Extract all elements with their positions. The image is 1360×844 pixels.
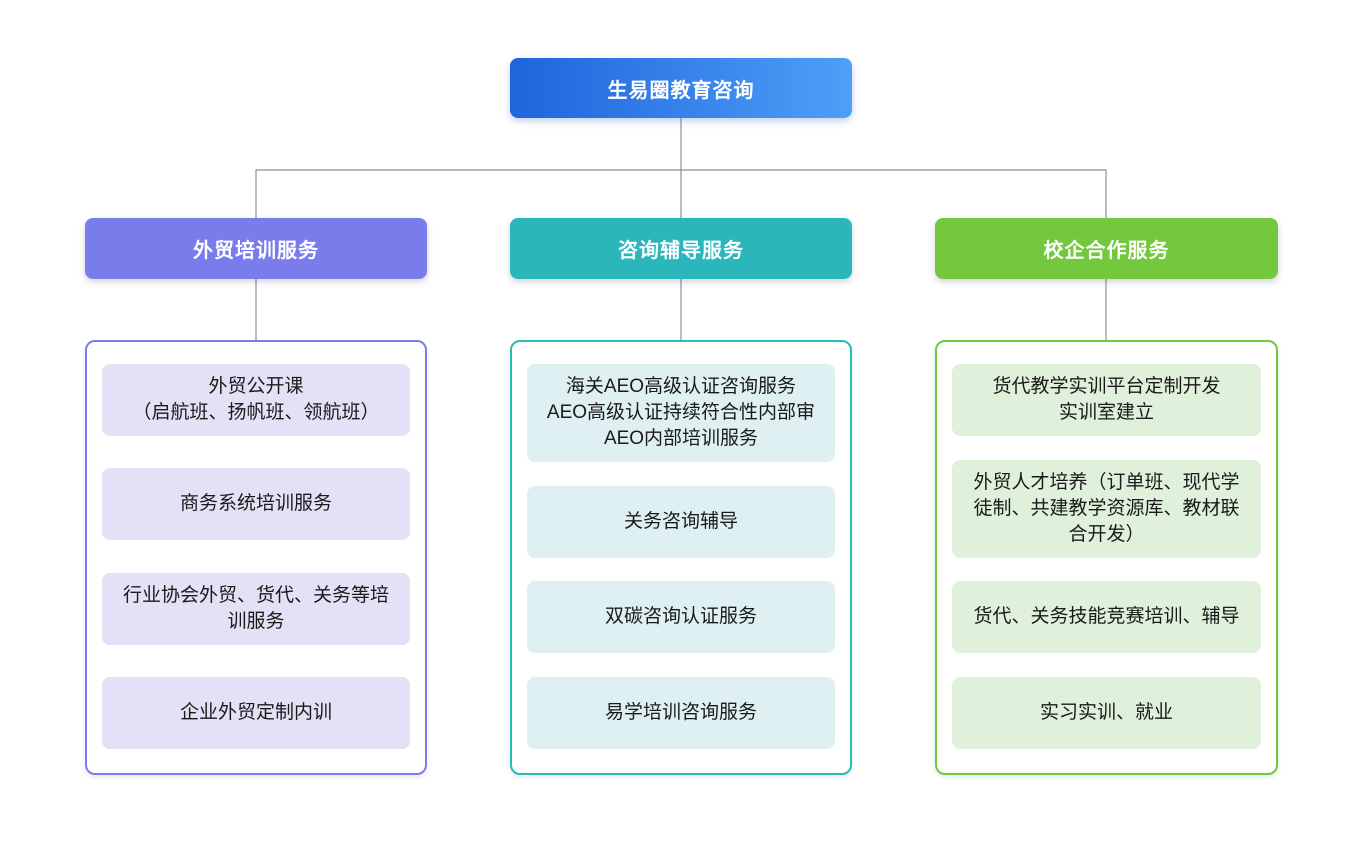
service-item-text: 企业外贸定制内训: [179, 701, 332, 723]
service-item-text: 外贸人才培养（订单班、现代学徒制、共建教学资源库、教材联合开发）: [973, 471, 1240, 545]
service-item: 企业外贸定制内训: [102, 676, 410, 749]
service-item: 关务咨询辅导: [527, 485, 835, 558]
service-item-text: AEO高级认证持续符合性内部审: [546, 402, 816, 423]
service-item-text: 货代教学实训平台定制开发: [992, 376, 1221, 397]
service-item: 海关AEO高级认证咨询服务 AEO高级认证持续符合性内部审 AEO内部培训服务: [527, 364, 835, 462]
root-node: 生易圈教育咨询: [510, 58, 852, 118]
service-item-text: 易学培训咨询服务: [604, 701, 757, 723]
service-item: 货代、关务技能竞赛培训、辅导: [952, 581, 1261, 654]
service-item-text: 实训室建立: [1058, 402, 1154, 423]
service-item-text: 关务咨询辅导: [623, 510, 738, 532]
service-item-text: 商务系统培训服务: [179, 493, 332, 515]
branch-items-panel: 外贸公开课 （启航班、扬帆班、领航班） 商务系统培训服务 行业协会外贸、货代、关…: [85, 340, 427, 775]
branch-header-school-enterprise-cooperation: 校企合作服务: [935, 218, 1278, 279]
branch-items-panel: 海关AEO高级认证咨询服务 AEO高级认证持续符合性内部审 AEO内部培训服务 …: [510, 340, 852, 775]
service-item: 实习实训、就业: [952, 676, 1261, 749]
service-item: 货代教学实训平台定制开发 实训室建立: [952, 364, 1261, 436]
service-item: 外贸公开课 （启航班、扬帆班、领航班）: [102, 364, 410, 436]
branch-header-label: 外贸培训服务: [193, 240, 319, 262]
service-item: 双碳咨询认证服务: [527, 581, 835, 654]
service-item-text: 行业协会外贸、货代、关务等培训服务: [122, 584, 389, 632]
service-item: 商务系统培训服务: [102, 468, 410, 541]
branch-header-consulting-coaching: 咨询辅导服务: [510, 218, 852, 279]
branch-foreign-trade-training: 外贸培训服务 外贸公开课 （启航班、扬帆班、领航班） 商务系统培训服务 行业协会…: [85, 218, 427, 775]
service-item-text: 货代、关务技能竞赛培训、辅导: [973, 606, 1240, 628]
service-item-text: 海关AEO高级认证咨询服务: [565, 376, 797, 397]
root-node-label: 生易圈教育咨询: [607, 79, 755, 102]
service-item-text: （启航班、扬帆班、领航班）: [132, 402, 380, 423]
service-item-text: AEO内部培训服务: [603, 428, 759, 449]
service-item: 外贸人才培养（订单班、现代学徒制、共建教学资源库、教材联合开发）: [952, 459, 1261, 558]
branch-consulting-coaching: 咨询辅导服务 海关AEO高级认证咨询服务 AEO高级认证持续符合性内部审 AEO…: [510, 218, 852, 775]
branch-school-enterprise-cooperation: 校企合作服务 货代教学实训平台定制开发 实训室建立 外贸人才培养（订单班、现代学…: [935, 218, 1278, 775]
service-item: 行业协会外贸、货代、关务等培训服务: [102, 572, 410, 645]
branch-header-foreign-trade-training: 外贸培训服务: [85, 218, 427, 279]
service-item: 易学培训咨询服务: [527, 676, 835, 749]
service-item-text: 实习实训、就业: [1039, 701, 1173, 723]
service-item-text: 外贸公开课: [208, 376, 304, 397]
branch-header-label: 咨询辅导服务: [618, 240, 744, 262]
service-item-text: 双碳咨询认证服务: [604, 606, 757, 628]
branch-header-label: 校企合作服务: [1043, 240, 1170, 262]
branch-items-panel: 货代教学实训平台定制开发 实训室建立 外贸人才培养（订单班、现代学徒制、共建教学…: [935, 340, 1278, 775]
